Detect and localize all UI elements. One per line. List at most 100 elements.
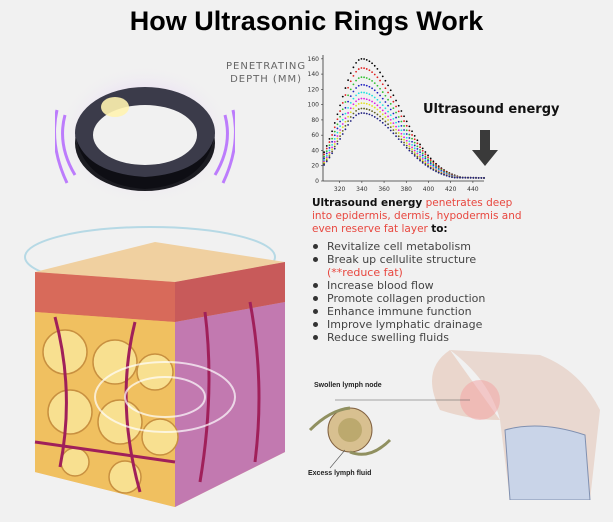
- data-point: [360, 107, 363, 110]
- data-point: [397, 135, 400, 138]
- data-point: [403, 133, 405, 135]
- data-point: [432, 161, 435, 164]
- benefit-text: Reduce swelling fluids: [327, 331, 449, 344]
- data-point: [355, 79, 357, 82]
- data-point: [400, 110, 403, 112]
- data-point: [384, 124, 387, 127]
- data-point: [363, 112, 365, 115]
- data-point: [325, 154, 328, 157]
- data-point: [368, 113, 371, 116]
- data-point: [376, 104, 379, 107]
- data-point: [403, 120, 405, 122]
- data-point: [363, 107, 365, 110]
- data-point: [429, 160, 432, 163]
- x-tick-label: 340: [356, 186, 368, 193]
- data-point: [387, 115, 389, 118]
- data-point: [341, 126, 344, 129]
- data-point: [413, 153, 416, 156]
- data-point: [339, 125, 341, 128]
- data-point: [381, 97, 384, 100]
- chart-y-axis-label: PENETRATING DEPTH (MM): [226, 60, 305, 86]
- data-point: [355, 94, 357, 97]
- data-point: [392, 100, 395, 103]
- data-point: [325, 156, 328, 159]
- data-point: [416, 155, 419, 158]
- y-tick-label: 100: [308, 102, 320, 109]
- data-point: [347, 120, 349, 123]
- data-point: [357, 59, 360, 61]
- data-point: [427, 161, 429, 164]
- data-point: [429, 157, 432, 160]
- data-point: [408, 147, 411, 150]
- data-point: [363, 67, 365, 70]
- data-point: [336, 137, 339, 140]
- data-point: [427, 158, 429, 161]
- data-point: [360, 67, 363, 69]
- data-point: [472, 176, 475, 179]
- data-point: [341, 102, 344, 104]
- data-point: [333, 134, 336, 137]
- benefit-text: Promote collagen production: [327, 292, 486, 305]
- data-point: [349, 88, 352, 91]
- data-point: [352, 74, 355, 77]
- data-point: [373, 64, 376, 67]
- lymph-node-illustration: [308, 350, 600, 500]
- data-point: [464, 176, 467, 179]
- data-point: [363, 97, 365, 100]
- data-point: [403, 141, 405, 144]
- data-point: [349, 95, 352, 97]
- data-point: [368, 60, 371, 63]
- data-point: [333, 126, 336, 129]
- description: Ultrasound energy penetrates deep into e…: [312, 197, 522, 236]
- benefit-text: Enhance immune function: [327, 305, 472, 318]
- data-point: [403, 129, 405, 131]
- data-point: [360, 91, 363, 94]
- data-point: [416, 145, 419, 148]
- data-point: [368, 103, 371, 106]
- data-point: [336, 140, 339, 143]
- data-point: [371, 105, 373, 107]
- data-point: [448, 175, 451, 178]
- description-highlight: penetrates deep into epidermis, dermis, …: [312, 197, 522, 235]
- data-point: [363, 91, 365, 94]
- data-point: [352, 90, 355, 93]
- data-point: [323, 151, 326, 154]
- data-point: [408, 137, 411, 139]
- data-point: [336, 123, 339, 126]
- data-point: [381, 117, 384, 120]
- data-point: [357, 98, 360, 101]
- data-point: [344, 101, 347, 103]
- data-point: [424, 153, 427, 156]
- data-point: [349, 120, 352, 122]
- y-tick-label: 60: [311, 132, 319, 139]
- y-tick-label: 120: [308, 86, 320, 93]
- data-point: [411, 140, 413, 143]
- data-point: [371, 87, 373, 90]
- data-point: [413, 149, 416, 152]
- data-point: [413, 144, 416, 147]
- data-point: [427, 156, 429, 159]
- data-point: [325, 150, 328, 153]
- data-point: [392, 112, 395, 115]
- data-point: [387, 110, 389, 113]
- data-point: [477, 176, 480, 179]
- data-point: [331, 146, 334, 149]
- data-point: [373, 96, 376, 99]
- data-point: [400, 138, 403, 141]
- data-point: [331, 144, 334, 146]
- data-point: [403, 136, 405, 139]
- data-point: [347, 94, 349, 97]
- x-tick-label: 440: [467, 186, 479, 193]
- data-point: [397, 120, 400, 123]
- y-tick-label: 160: [308, 56, 320, 63]
- data-point: [376, 117, 379, 120]
- data-point: [384, 112, 387, 115]
- data-point: [395, 125, 397, 128]
- data-point: [405, 120, 408, 123]
- data-point: [333, 138, 336, 140]
- data-point: [373, 106, 376, 109]
- data-point: [360, 83, 363, 86]
- data-point: [365, 98, 368, 101]
- data-point: [373, 82, 376, 85]
- data-point: [387, 119, 389, 121]
